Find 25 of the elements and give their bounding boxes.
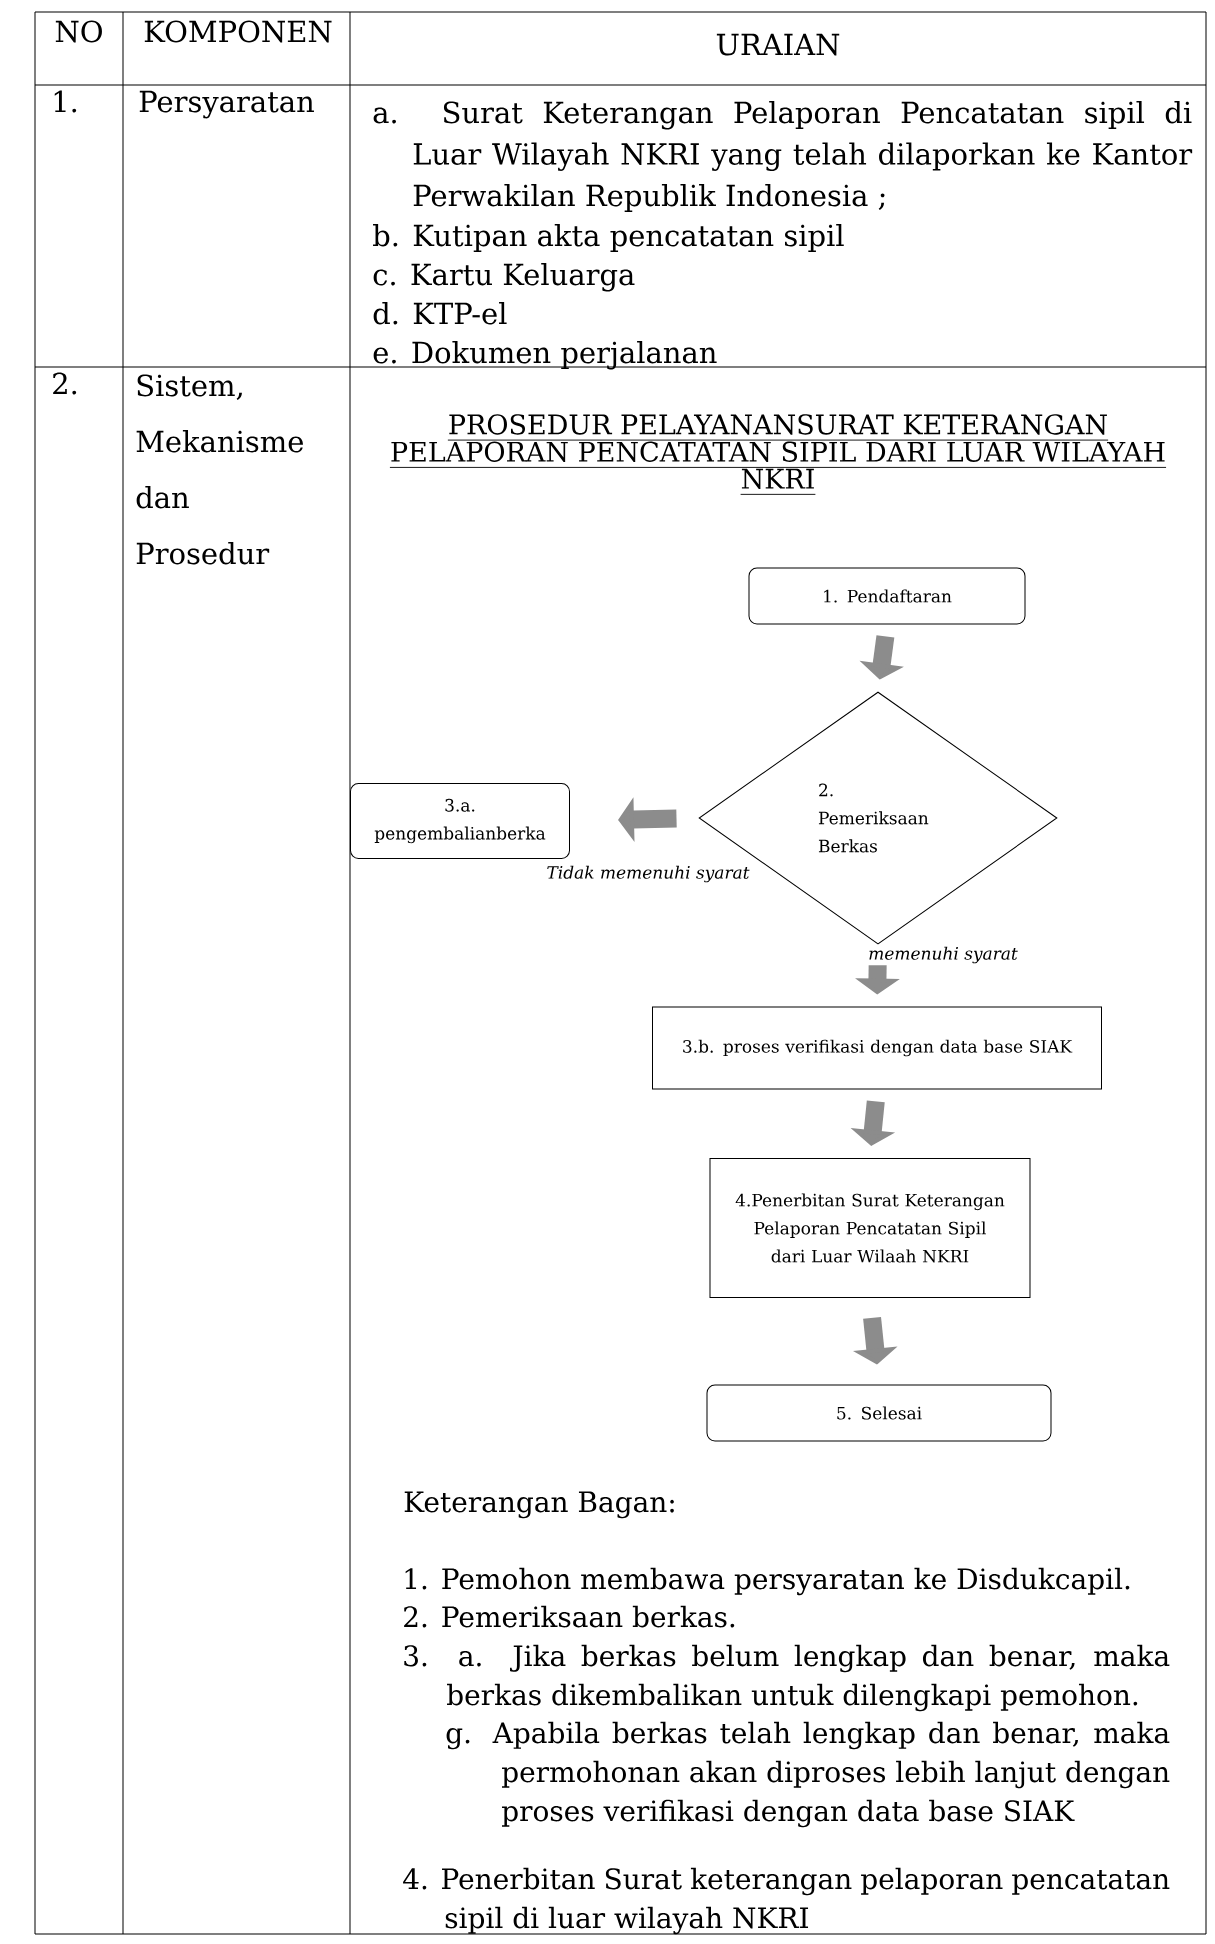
process-box: 4.Penerbitan Surat Keterangan Pelaporan Pencatatan Sipil dari Luar Wilaah NKRI xyxy=(709,1158,1031,1298)
cell-text: Persyaratan xyxy=(139,90,314,119)
list-item: d. KTP-el xyxy=(373,302,507,325)
list-item: e. Dokumen perjalanan xyxy=(373,341,717,370)
list-item: 2. Pemeriksaan berkas. xyxy=(404,1605,735,1628)
list-item: g. Apabila berkas telah lengkap dan benar, maka permohonan akan diproses lebih lanjut dengan proses verifikasi dengan data base SIAK xyxy=(446,1721,1170,1828)
process-box: 3.b. proses verifikasi dengan data base SIAK xyxy=(652,1006,1102,1090)
list-item: c. Kartu Keluarga xyxy=(373,263,635,292)
list-item: b. Kutipan akta pencatatan sipil xyxy=(373,224,844,253)
edge-label: memenuhi syarat xyxy=(866,944,1020,966)
cell-text: Sistem, Mekanisme dan Prosedur xyxy=(136,374,303,565)
subheading: Keterangan Bagan: xyxy=(404,1491,674,1519)
list-item: 4. Penerbitan Surat keterangan pelaporan pencatatan sipil di luar wilayah NKRI xyxy=(403,1867,1170,1935)
cell-text: 2. xyxy=(53,372,77,395)
header-text: KOMPONEN xyxy=(144,20,332,43)
start-box: 1. Pendaftaran xyxy=(748,567,1026,625)
heading: PROSEDUR PELAYANANSURAT KETERANGAN PELAPORAN PENCATATAN SIPIL DARI LUAR WILAYAH NKRI xyxy=(389,414,1167,495)
list-item: 3. a. Jika berkas belum lengkap dan benar, maka berkas dikembalikan untuk dilengkapi pemohon. xyxy=(404,1644,1170,1712)
end-box: 5. Selesai xyxy=(706,1384,1052,1442)
cell-text: 1. xyxy=(54,90,77,113)
header-text: NO xyxy=(55,20,102,43)
return-box: 3.a. pengembalianberka xyxy=(350,783,570,859)
list-item: 1. Pemohon membawa persyaratan ke Disdukcapil. xyxy=(405,1567,1130,1596)
header-text: URAIAN xyxy=(716,33,840,56)
list-item: a. Surat Keterangan Pelaporan Pencatatan sipil di Luar Wilayah NKRI yang telah dilaporkan ke Kantor Perwakilan Republik Indonesia ; xyxy=(373,101,1193,213)
